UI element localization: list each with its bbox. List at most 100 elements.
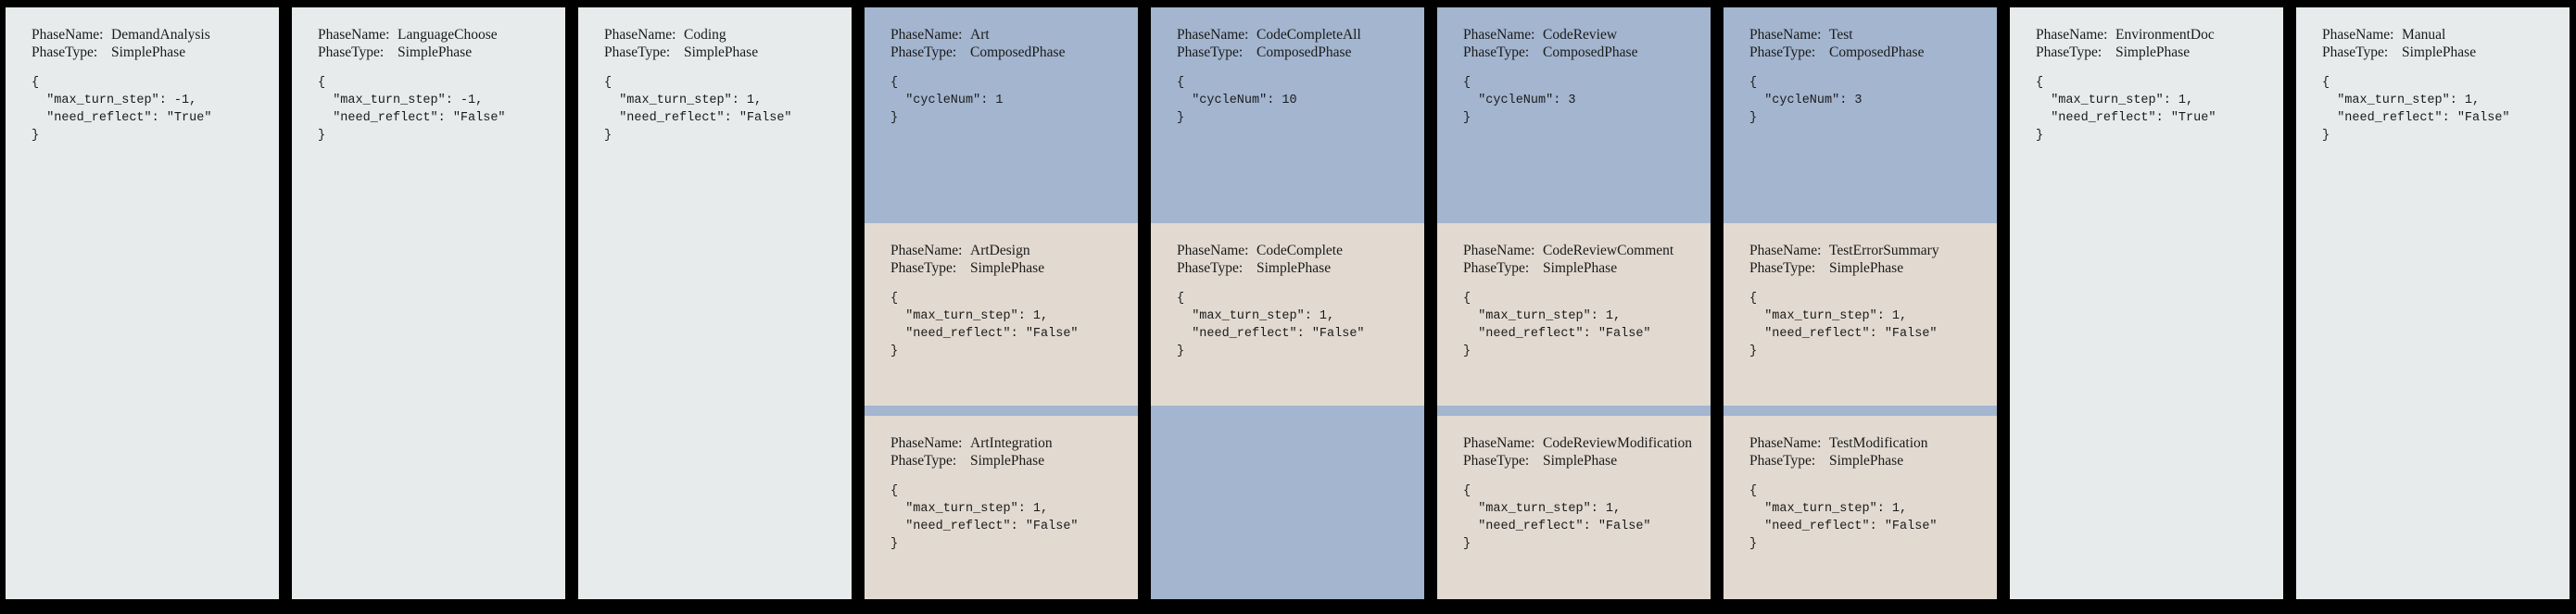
phase-name-value: ArtDesign (970, 243, 1030, 258)
phase-name-label: PhaseName: (2036, 27, 2108, 43)
phase-type-label: PhaseType: (1749, 260, 1816, 276)
phase-name-label: PhaseName: (32, 27, 104, 43)
phase-type-label: PhaseType: (1749, 44, 1816, 60)
phase-name-label: PhaseName: (2322, 27, 2394, 43)
json-line: { (1177, 76, 1185, 90)
phase-meta-row: PhaseType: ComposedPhase (1749, 44, 1997, 61)
phase-name-value: CodeReview (1543, 27, 1618, 43)
phase-config-json: { "max_turn_step": 1, "need_reflect": "F… (604, 74, 852, 144)
phase-config-json: { "max_turn_step": -1, "need_reflect": "… (32, 74, 279, 144)
json-line: { (1749, 76, 1758, 90)
json-line: "need_reflect": "True" (2036, 111, 2216, 125)
phase-name-value: TestModification (1829, 435, 1928, 451)
phase-type-value: SimplePhase (1543, 260, 1618, 276)
phase-config-json: { "max_turn_step": 1, "need_reflect": "F… (1463, 290, 1711, 360)
json-line: } (1463, 345, 1471, 358)
json-line: "cycleNum": 10 (1177, 94, 1297, 107)
json-line: "cycleNum": 1 (890, 94, 1004, 107)
phase-name-value: TestErrorSummary (1829, 243, 1939, 258)
json-line: "max_turn_step": 1, (890, 502, 1049, 516)
phase-meta-row: PhaseName:Manual (2322, 26, 2570, 44)
phase-name-label: PhaseName: (1463, 243, 1535, 258)
json-line: } (1177, 111, 1185, 125)
phase-name-label: PhaseName: (890, 27, 963, 43)
phase-name-value: ArtIntegration (970, 435, 1053, 451)
phase-config-json: { "cycleNum": 10} (1177, 74, 1424, 127)
phase-name-label: PhaseName: (1463, 435, 1535, 451)
json-line: "max_turn_step": 1, (2036, 94, 2194, 107)
sub-phase-divider (1437, 406, 1711, 416)
sub-phase-divider (865, 406, 1138, 416)
phase-meta-row: PhaseType:SimplePhase (890, 452, 1138, 470)
phase-meta-row: PhaseType:SimplePhase (32, 44, 279, 61)
phase-type-label: PhaseType: (2322, 44, 2389, 60)
phase-meta-row: PhaseName: Test (1749, 26, 1997, 44)
phase-type-label: PhaseType: (1177, 44, 1244, 60)
sub-phase-divider (865, 213, 1138, 223)
json-line: } (890, 537, 899, 551)
json-line: "max_turn_step": 1, (1463, 502, 1622, 516)
json-line: { (318, 76, 326, 90)
phase-meta-row: PhaseName:CodeComplete (1177, 242, 1424, 259)
phase-type-value: SimplePhase (398, 44, 473, 60)
json-line: "cycleNum": 3 (1463, 94, 1576, 107)
phase-config-json: { "cycleNum": 3} (1749, 74, 1997, 127)
json-line: { (890, 292, 899, 306)
json-line: "need_reflect": "False" (890, 327, 1079, 341)
phase-meta-row: PhaseType:SimplePhase (604, 44, 852, 61)
json-line: "max_turn_step": 1, (890, 309, 1049, 323)
json-line: "cycleNum": 3 (1749, 94, 1863, 107)
json-line: "need_reflect": "False" (1749, 327, 1938, 341)
json-line: { (1177, 292, 1185, 306)
json-line: } (890, 111, 899, 125)
phase-meta-row: PhaseType:SimplePhase (890, 259, 1138, 277)
json-line: { (1463, 484, 1471, 498)
json-line: { (890, 484, 899, 498)
phase-config-json: { "max_turn_step": 1, "need_reflect": "T… (2036, 74, 2283, 144)
phase-type-value: ComposedPhase (1829, 44, 1925, 60)
phase-name-value: DemandAnalysis (111, 27, 210, 43)
phase-meta-row: PhaseName:EnvironmentDoc (2036, 26, 2283, 44)
json-line: "need_reflect": "False" (318, 111, 506, 125)
json-line: } (1463, 111, 1471, 125)
phase-name-value: Test (1829, 27, 1853, 43)
phase-meta-row: PhaseType: SimplePhase (2036, 44, 2283, 61)
phase-type-value: SimplePhase (970, 453, 1045, 469)
json-line: "need_reflect": "False" (2322, 111, 2510, 125)
phase-type-value: SimplePhase (1256, 260, 1332, 276)
phase-type-value: SimplePhase (2115, 44, 2191, 60)
phase-config-json: { "max_turn_step": 1, "need_reflect": "F… (2322, 74, 2570, 144)
phase-type-label: PhaseType: (2036, 44, 2102, 60)
phase-name-value: Coding (684, 27, 726, 43)
phase-meta-row: PhaseName:ArtDesign (890, 242, 1138, 259)
phase-type-value: SimplePhase (1829, 453, 1904, 469)
json-line: "need_reflect": "False" (1463, 327, 1651, 341)
phase-name-label: PhaseName: (1749, 27, 1822, 43)
phase-meta-row: PhaseName:Art (890, 26, 1138, 44)
